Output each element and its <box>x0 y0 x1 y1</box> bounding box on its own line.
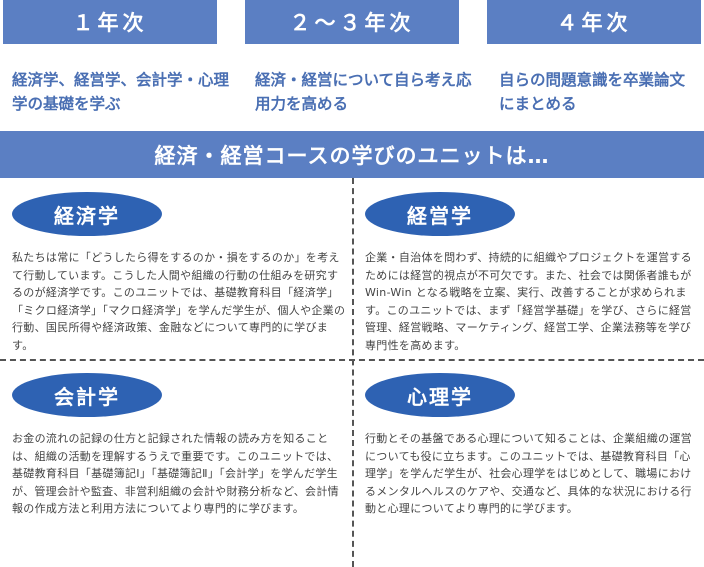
year-tab-label: １年次 <box>72 11 148 35</box>
banner-title: 経済・経営コースの学びのユニットは… <box>154 143 550 168</box>
unit-text-economics: 私たちは常に「どうしたら得をするのか・損をするのか」を考えて行動しています。こう… <box>12 251 346 352</box>
unit-text-psychology: 行動とその基盤である心理について知ることは、企業組織の運営についても役に立ちます… <box>365 432 692 515</box>
unit-title-psychology: 心理学 <box>365 373 515 417</box>
unit-title-label: 会計学 <box>54 384 120 409</box>
year-tab-2: ２～３年次 <box>245 0 459 44</box>
horizontal-divider <box>0 359 704 361</box>
vertical-divider <box>352 178 354 567</box>
year-tab-label: ２～３年次 <box>289 11 415 35</box>
unit-text-management: 企業・自治体を問わず、持続的に組織やプロジェクトを運営するためには経営的視点が不… <box>365 251 692 352</box>
unit-title-label: 経済学 <box>54 203 120 228</box>
unit-title-accounting: 会計学 <box>12 373 162 417</box>
year-tab-label: ４年次 <box>556 11 632 35</box>
year-desc-1: 経済学、経営学、会計学・心理学の基礎を学ぶ <box>12 71 230 113</box>
unit-title-label: 心理学 <box>407 384 473 409</box>
unit-text-accounting: お金の流れの記録の仕方と記録された情報の読み方を知ることは、組織の活動を理解する… <box>12 432 339 515</box>
year-desc-2: 経済・経営について自ら考え応用力を高める <box>255 71 472 113</box>
unit-title-economics: 経済学 <box>12 192 162 236</box>
unit-title-management: 経営学 <box>365 192 515 236</box>
year-desc-4: 自らの問題意識を卒業論文にまとめる <box>499 71 686 113</box>
year-tab-4: ４年次 <box>487 0 701 44</box>
unit-title-label: 経営学 <box>407 203 473 228</box>
units-banner: 経済・経営コースの学びのユニットは… <box>0 131 704 178</box>
year-tab-1: １年次 <box>3 0 217 44</box>
